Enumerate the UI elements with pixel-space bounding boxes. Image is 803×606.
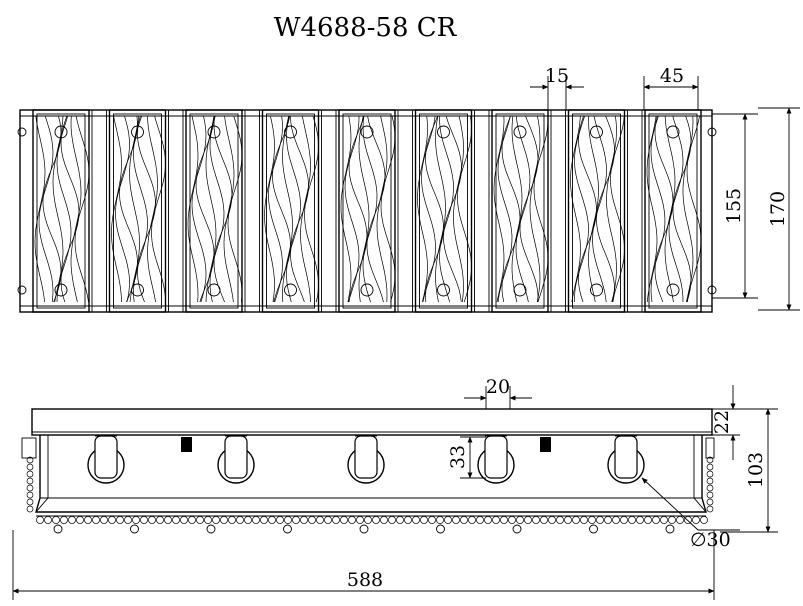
crystal-drop	[53, 524, 63, 534]
crystal-drop	[436, 524, 445, 534]
crystal-drop	[130, 524, 139, 534]
dim-gap: 15	[530, 65, 584, 110]
dim-gap-label: 15	[545, 65, 569, 87]
top-view	[17, 109, 717, 313]
right-end-cap	[705, 437, 715, 459]
dim-panel-width: 45	[643, 65, 699, 110]
crystal-panel	[414, 109, 473, 313]
crystal-panel	[567, 109, 626, 313]
dim-total-length-label: 588	[347, 569, 383, 591]
dim-plate-thickness: 22	[711, 385, 740, 460]
crystal-panel	[644, 109, 702, 313]
end-knob	[17, 285, 27, 295]
dim-total-length: 588	[12, 530, 715, 600]
crystal-drop	[206, 524, 216, 534]
top-view-frame	[19, 109, 713, 313]
crystal-drop	[359, 524, 369, 534]
crystal-drop	[665, 524, 675, 534]
end-knobs	[17, 127, 717, 295]
mounting-plate	[31, 408, 713, 436]
bulb	[217, 435, 255, 484]
crystal-panel	[491, 109, 549, 313]
bulb	[607, 435, 645, 484]
panel-separator	[397, 109, 413, 313]
dim-outer-height-label: 170	[767, 191, 789, 227]
fixture-body	[35, 435, 707, 513]
panel-separator	[244, 109, 260, 313]
dim-bulb-height-label: 33	[447, 445, 469, 469]
panel-separator	[168, 109, 184, 313]
bulb	[477, 435, 515, 484]
end-knob	[17, 127, 27, 137]
bulbs	[87, 435, 645, 484]
dim-diameter-label: ∅30	[690, 529, 731, 551]
panel-separator	[91, 109, 107, 313]
panel-separator	[550, 109, 566, 313]
bulb	[87, 435, 125, 484]
dim-bulb-width-label: 20	[486, 376, 510, 398]
dim-inner-height: 155	[712, 113, 758, 299]
crystal-drop	[512, 524, 522, 534]
crystal-panel	[261, 109, 320, 313]
left-end-cap	[21, 437, 37, 459]
screw-right	[540, 437, 551, 452]
dim-bulb-width: 20	[464, 376, 532, 409]
end-knob	[707, 127, 717, 137]
dim-panel-width-label: 45	[660, 65, 684, 87]
dim-outer-height: 170	[758, 107, 800, 311]
crystal-panels	[32, 109, 702, 313]
crystal-drop	[589, 524, 598, 534]
crystal-fringe	[26, 456, 714, 534]
dim-total-height-label: 103	[745, 452, 767, 488]
crystal-panel	[185, 109, 243, 313]
end-knob	[707, 285, 717, 295]
crystal-panel	[338, 109, 396, 313]
panel-separator	[474, 109, 490, 313]
crystal-panel	[108, 109, 167, 313]
dim-total-height: 103	[720, 408, 778, 533]
crystal-drop	[283, 524, 292, 534]
dim-inner-height-label: 155	[723, 188, 745, 224]
side-view	[21, 408, 715, 534]
dim-plate-thickness-label: 22	[711, 410, 733, 434]
panel-separator	[627, 109, 643, 313]
dim-bulb-height: 33	[447, 436, 486, 479]
bulb	[347, 435, 385, 484]
crystal-panel	[32, 109, 90, 313]
dim-diameter: ∅30	[641, 477, 740, 551]
panel-separator	[321, 109, 337, 313]
model-title: W4688-58 CR	[274, 13, 458, 43]
screw-left	[181, 437, 192, 452]
